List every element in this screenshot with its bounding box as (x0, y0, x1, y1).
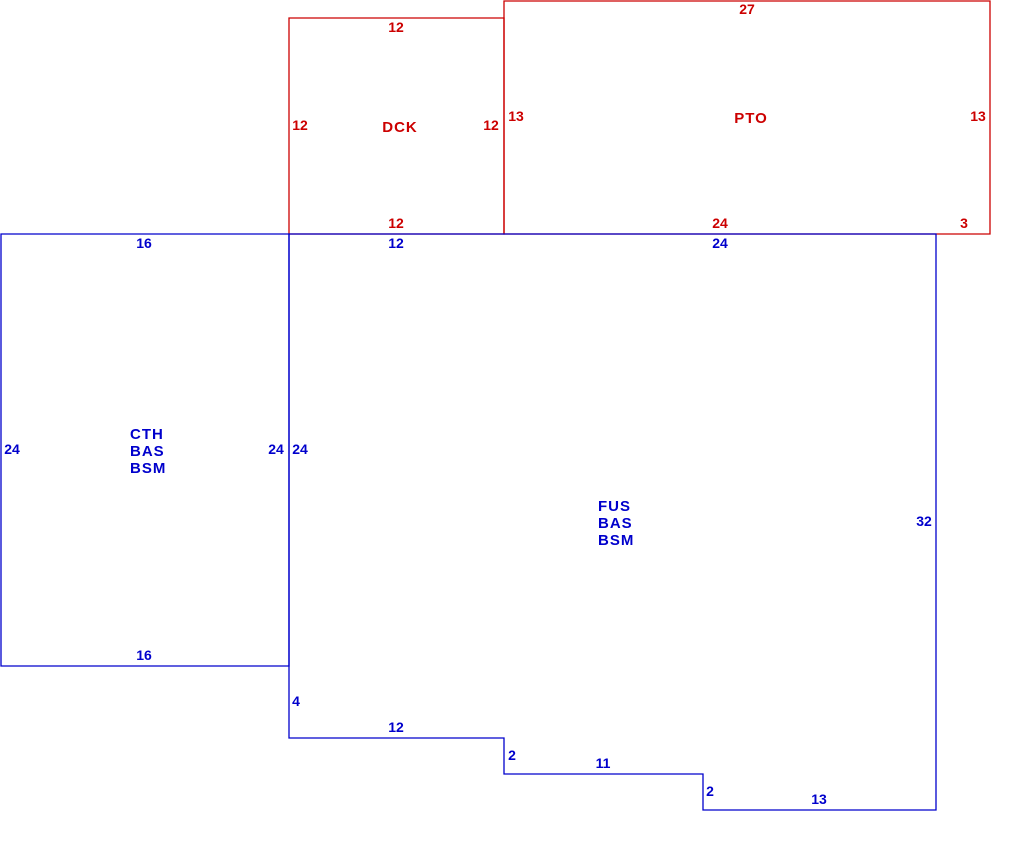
fus-dim-top-right: 24 (712, 235, 728, 251)
cth-code-2: BAS (130, 443, 165, 460)
fus-dim-step3-drop: 2 (706, 783, 714, 799)
cth-dim-top: 16 (136, 235, 152, 251)
fus-code-2: BAS (598, 515, 633, 532)
dck-dim-top: 12 (388, 19, 404, 35)
pto-code: PTO (734, 110, 768, 127)
fus-dim-bottom: 13 (811, 791, 827, 807)
fus-dim-left: 24 (292, 441, 308, 457)
cth-dim-right: 24 (268, 441, 284, 457)
fus-dim-step1-drop: 4 (292, 693, 300, 709)
pto-dim-left: 13 (508, 108, 524, 124)
fus-dim-step2-run: 11 (596, 755, 611, 771)
pto-outline (503, 0, 991, 235)
cth-dim-left: 24 (4, 441, 20, 457)
pto-dim-bottom: 24 (712, 215, 728, 231)
fus-outline (288, 233, 937, 811)
fus-code-3: BSM (598, 532, 634, 549)
dck-dim-bottom: 12 (388, 215, 404, 231)
dck-code: DCK (382, 119, 418, 136)
cth-code-3: BSM (130, 460, 166, 477)
pto-dim-corner: 3 (960, 215, 968, 231)
fus-dim-right: 32 (916, 513, 932, 529)
pto-dim-top: 27 (739, 1, 755, 17)
cth-code-1: CTH (130, 426, 164, 443)
dck-dim-left: 12 (292, 117, 308, 133)
cth-dim-bottom: 16 (136, 647, 152, 663)
fus-code-1: FUS (598, 498, 631, 515)
fus-dim-step1-run: 12 (388, 719, 404, 735)
pto-dim-right: 13 (970, 108, 986, 124)
fus-dim-step2-drop: 2 (508, 747, 516, 763)
dck-dim-right: 12 (483, 117, 499, 133)
fus-dim-top-left: 12 (388, 235, 404, 251)
